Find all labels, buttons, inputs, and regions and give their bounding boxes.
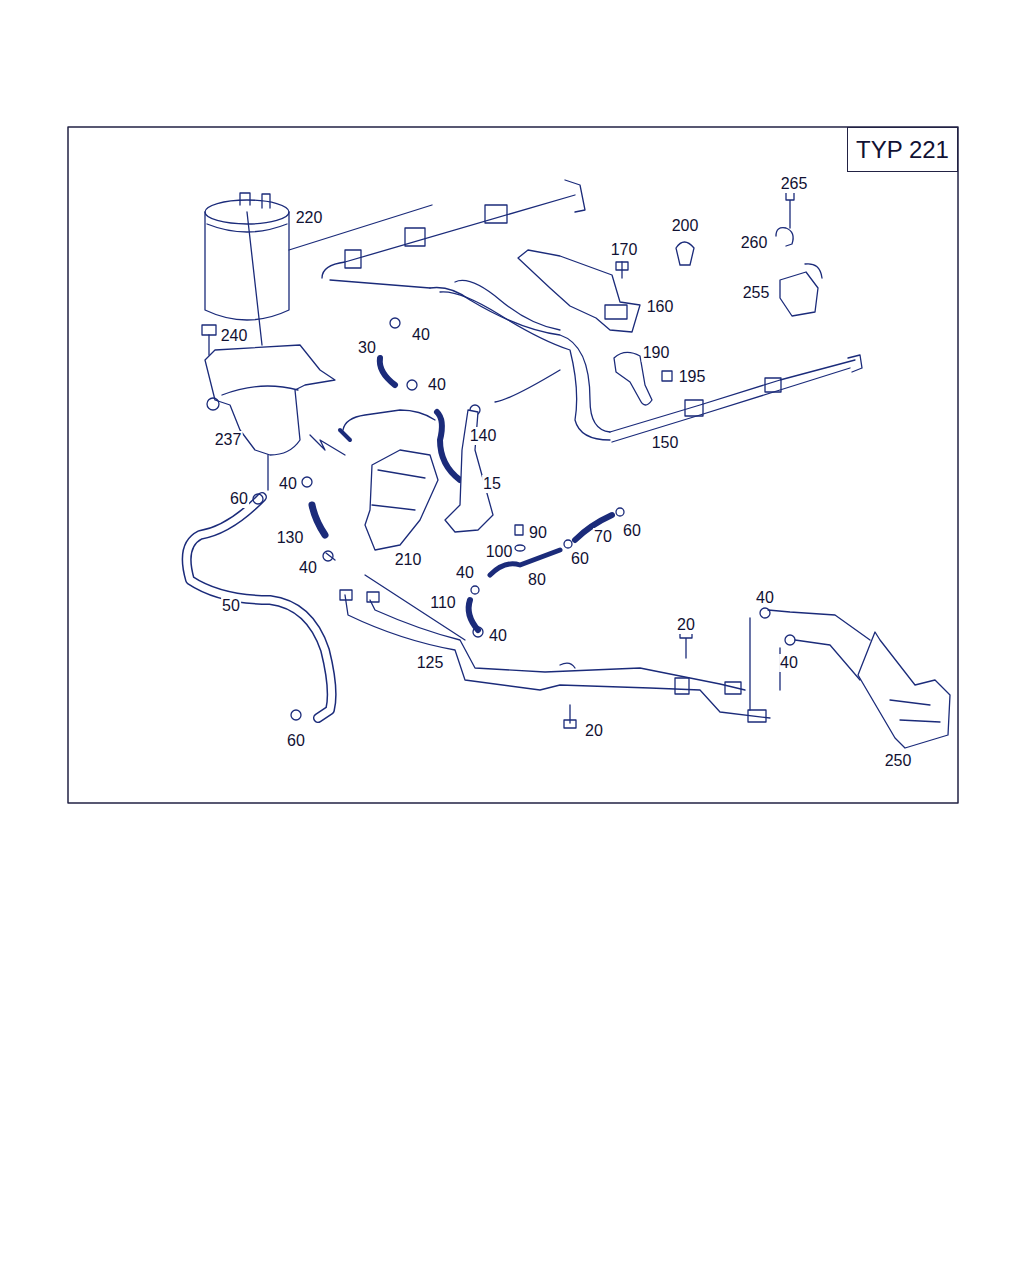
callout-number: 200 <box>671 217 700 235</box>
callout-number: 40 <box>411 326 431 344</box>
callout-number: 40 <box>298 559 318 577</box>
callout-number: 30 <box>357 339 377 357</box>
callout-number: 260 <box>740 234 769 252</box>
callout-number: 100 <box>485 543 514 561</box>
type-label: TYP 221 <box>856 136 949 164</box>
callout-number: 40 <box>488 627 508 645</box>
callout-number: 255 <box>742 284 771 302</box>
callout-number: 40 <box>755 589 775 607</box>
callout-number: 20 <box>676 616 696 634</box>
callout-number: 90 <box>528 524 548 542</box>
callout-number: 60 <box>229 490 249 508</box>
callout-number: 40 <box>278 475 298 493</box>
callout-number: 140 <box>469 427 498 445</box>
callout-number: 170 <box>610 241 639 259</box>
callout-number: 60 <box>622 522 642 540</box>
callout-number: 190 <box>642 344 671 362</box>
callout-number: 125 <box>416 654 445 672</box>
callout-number: 60 <box>570 550 590 568</box>
callout-number: 80 <box>527 571 547 589</box>
fuel-line <box>322 180 610 440</box>
canister <box>205 193 432 345</box>
type-box: TYP 221 <box>847 127 958 172</box>
callout-number: 237 <box>214 431 243 449</box>
callout-number: 40 <box>779 654 799 672</box>
pipe <box>340 575 870 722</box>
callout-number: 130 <box>276 529 305 547</box>
callout-number: 195 <box>678 368 707 386</box>
callout-number: 15 <box>482 475 502 493</box>
callout-number: 250 <box>884 752 913 770</box>
bolt <box>202 325 216 355</box>
callout-number: 20 <box>584 722 604 740</box>
callout-number: 210 <box>394 551 423 569</box>
callout-number: 60 <box>286 732 306 750</box>
callout-number: 40 <box>455 564 475 582</box>
callout-number: 240 <box>220 327 249 345</box>
callout-number: 220 <box>295 209 324 227</box>
callout-number: 150 <box>651 434 680 452</box>
callout-number: 70 <box>593 528 613 546</box>
callout-number: 110 <box>429 594 457 612</box>
callout-number: 265 <box>780 175 809 193</box>
callout-number: 160 <box>646 298 675 316</box>
callout-number: 40 <box>427 376 447 394</box>
bracket <box>205 345 335 490</box>
callout-number: 50 <box>221 597 241 615</box>
bracket <box>518 250 640 332</box>
